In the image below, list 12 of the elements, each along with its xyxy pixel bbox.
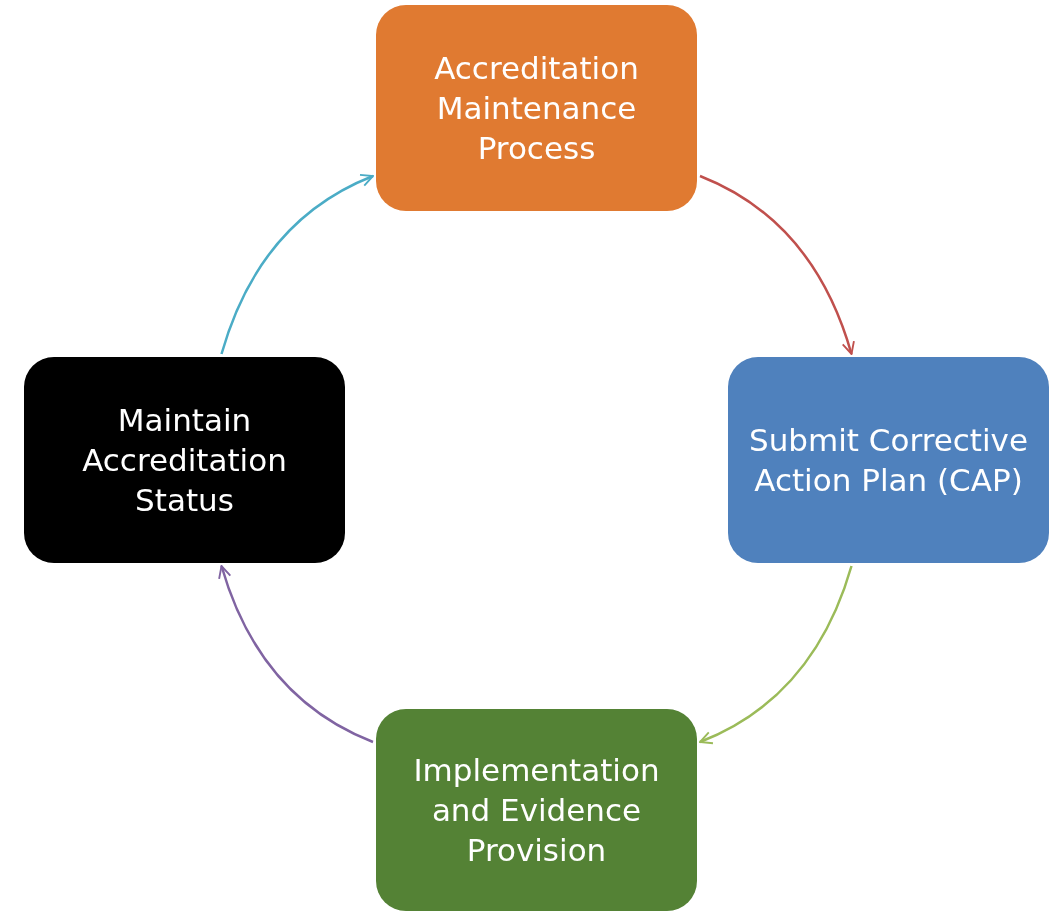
process-box: [728, 357, 1049, 563]
curved-arrow: [218, 565, 374, 744]
curved-arrow: [220, 174, 374, 355]
step-label: Accreditation Maintenance Process: [433, 49, 640, 168]
curved-arrow: [699, 174, 855, 355]
step-label: Submit Corrective Action Plan (CAP): [748, 421, 1029, 500]
process-box: [376, 5, 697, 211]
process-box: [24, 357, 345, 563]
step-label: Maintain Accreditation Status: [81, 401, 288, 520]
process-box: [376, 709, 697, 911]
step-label: Implementation and Evidence Provision: [412, 751, 661, 870]
curved-arrow: [699, 565, 853, 744]
